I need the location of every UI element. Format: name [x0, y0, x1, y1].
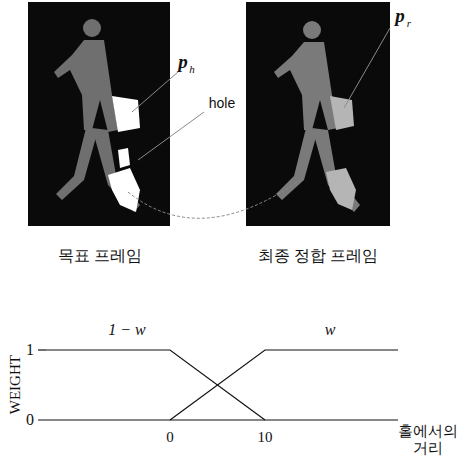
hole-label: hole: [209, 95, 235, 111]
curve-label: 1 − w: [108, 321, 145, 339]
walking-person: [274, 21, 360, 212]
point-subscript: r: [407, 17, 411, 30]
axis-title: 홀에서의 거리: [392, 423, 464, 458]
tick-label: 1: [26, 341, 34, 359]
weight-chart: [38, 350, 398, 420]
tick-label: 0: [166, 429, 174, 446]
frame-caption: 최종 정합 프레임: [258, 247, 378, 265]
tick-label: 10: [258, 429, 273, 446]
leader-lines: [128, 28, 390, 218]
axis-title: WEIGHT: [7, 355, 24, 414]
frame-caption: 목표 프레임: [58, 247, 142, 265]
target-frame-photo: [28, 2, 170, 226]
matched-region: [326, 96, 356, 210]
hole-region: [108, 96, 140, 212]
tick-label: 0: [26, 411, 34, 429]
matched-frame-photo: [246, 2, 390, 226]
point-subscript: h: [189, 63, 195, 76]
walking-person: [54, 19, 140, 212]
point-label: p: [178, 51, 188, 73]
point-label: p: [395, 5, 405, 27]
curve-label: w: [325, 321, 336, 339]
